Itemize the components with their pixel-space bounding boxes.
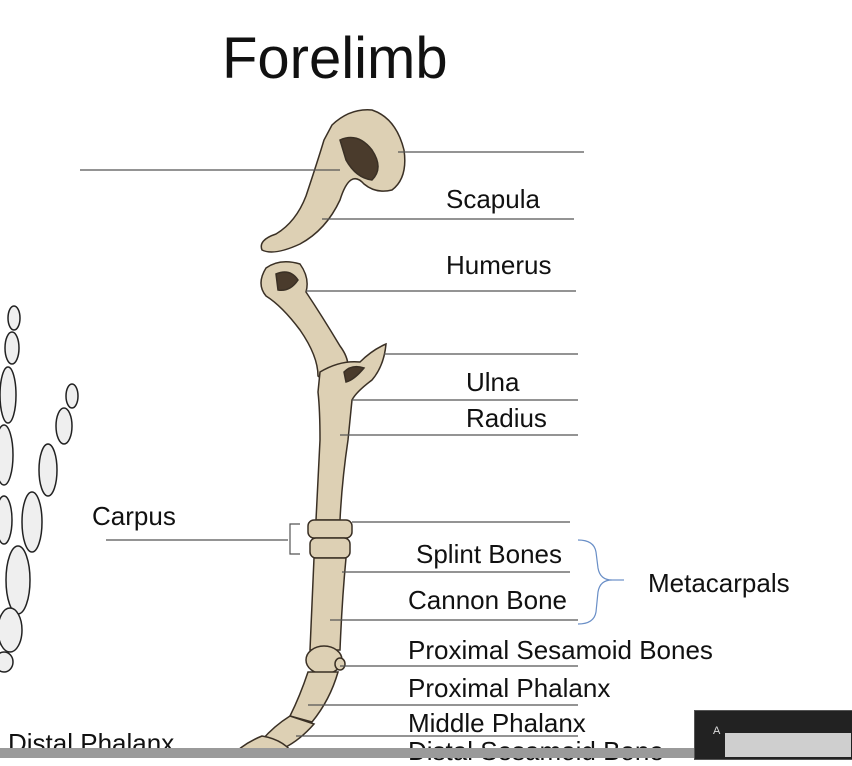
label-scapula: Scapula xyxy=(446,184,540,214)
scapula-bone xyxy=(260,109,406,253)
cannon-bone xyxy=(309,557,347,651)
label-splint-bones: Splint Bones xyxy=(416,539,562,569)
ulna-radius-bone xyxy=(315,342,387,521)
phalanx-bones xyxy=(229,671,339,758)
video-thumbnail[interactable]: A xyxy=(694,710,852,760)
page-title: Forelimb xyxy=(222,26,448,91)
humerus-bone xyxy=(260,261,349,382)
carpus-bones xyxy=(307,519,353,559)
label-proximal-phalanx: Proximal Phalanx xyxy=(408,673,611,703)
metacarpals-bracket xyxy=(577,539,624,625)
fetlock-bones xyxy=(305,645,346,675)
leader-lines xyxy=(80,151,584,737)
label-humerus: Humerus xyxy=(446,250,552,280)
label-proximal-sesamoid-bones: Proximal Sesamoid Bones xyxy=(408,635,713,665)
label-cannon-bone: Cannon Bone xyxy=(408,585,568,615)
label-metacarpals: Metacarpals xyxy=(648,568,790,598)
thumbnail-label: A xyxy=(713,725,721,737)
bottom-scrollbar[interactable] xyxy=(0,748,852,758)
label-middle-phalanx: Middle Phalanx xyxy=(408,708,586,738)
label-carpus: Carpus xyxy=(92,501,176,531)
hand-skeleton-illustration xyxy=(0,305,79,673)
label-ulna: Ulna xyxy=(466,367,520,397)
thumbnail-image xyxy=(725,733,851,757)
label-radius: Radius xyxy=(466,403,547,433)
